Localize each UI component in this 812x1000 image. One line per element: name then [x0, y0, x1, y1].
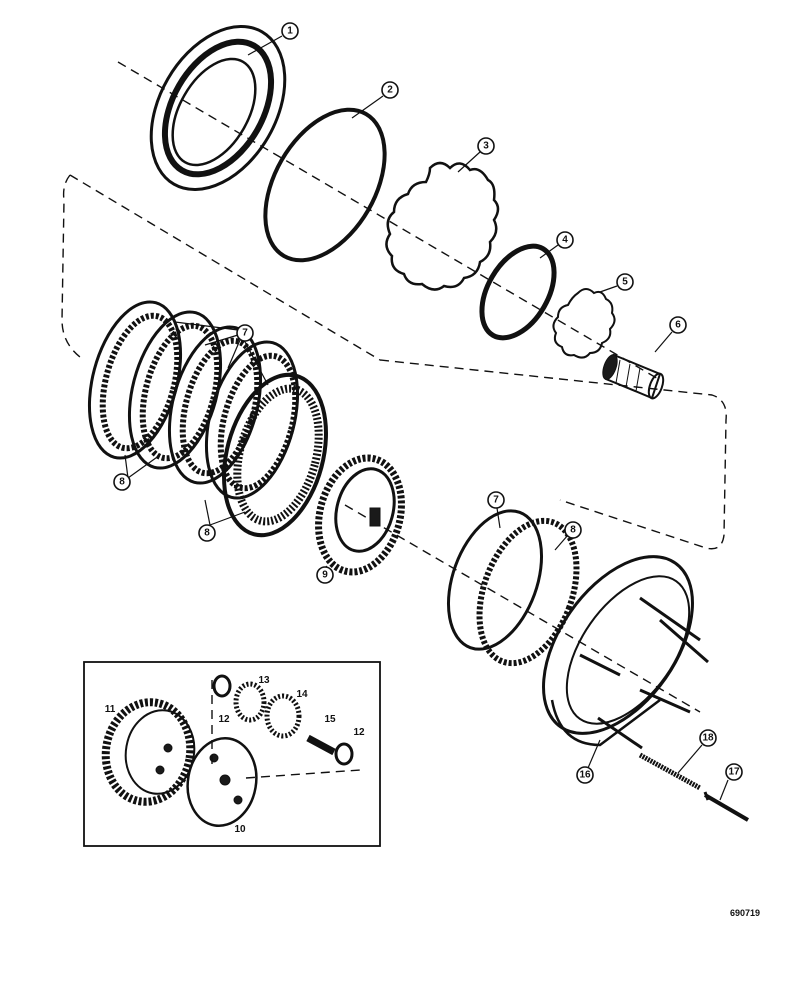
inset-label-13: 13 [258, 675, 270, 686]
inset-label-10: 10 [234, 824, 246, 835]
part-12-washer-left [212, 674, 232, 698]
svg-text:6: 6 [675, 320, 681, 331]
callout-5: 5 [599, 273, 634, 293]
part-11-ring-gear [101, 698, 196, 806]
callout-17: 17 [719, 763, 743, 801]
svg-text:1: 1 [287, 26, 293, 37]
drawing-number: 690719 [730, 908, 760, 918]
center-axis-lines [117, 61, 701, 713]
part-14-pinion [264, 693, 302, 739]
inset-label-11: 11 [105, 704, 116, 715]
svg-text:2: 2 [387, 85, 393, 96]
part-16-clutch-drum [542, 555, 709, 750]
callout-18: 18 [677, 729, 717, 774]
callout-4: 4 [539, 231, 574, 259]
callout-3: 3 [457, 137, 495, 173]
part-15-pinion-shaft [306, 734, 336, 756]
callout-7-upper: 7 [174, 321, 269, 386]
svg-text:5: 5 [622, 277, 628, 288]
callout-6: 6 [654, 316, 687, 353]
part-4-snap-ring [479, 243, 557, 341]
svg-text:17: 17 [728, 767, 740, 778]
part-18-spring [638, 752, 702, 791]
svg-text:18: 18 [702, 733, 714, 744]
svg-text:7: 7 [242, 328, 248, 339]
svg-text:16: 16 [579, 770, 591, 781]
svg-text:9: 9 [322, 570, 328, 581]
inset-label-12-right: 12 [353, 727, 365, 738]
svg-text:8: 8 [570, 525, 576, 536]
svg-text:4: 4 [562, 235, 568, 246]
callout-1: 1 [247, 22, 299, 56]
callout-9: 9 [316, 565, 334, 584]
part-3-wave-spring [385, 161, 500, 291]
svg-text:7: 7 [493, 495, 499, 506]
callout-8-lower: 8 [198, 499, 246, 542]
callout-7-lower: 7 [487, 491, 505, 529]
clutch-plate-pair [446, 509, 580, 667]
callout-16: 16 [576, 739, 601, 784]
svg-text:8: 8 [119, 477, 125, 488]
callout-8-right: 8 [554, 521, 582, 551]
part-13-pinion [233, 681, 267, 723]
clutch-plate-stack [87, 300, 328, 538]
part-17-pin [703, 791, 750, 822]
part-5-small-spring [552, 288, 616, 359]
inset-label-12-left: 12 [218, 714, 230, 725]
callout-2: 2 [351, 81, 399, 119]
inset-label-14: 14 [296, 689, 308, 700]
part-2-seal-ring [263, 107, 387, 263]
part-12-washer-right [334, 742, 354, 766]
part-6-splined-sleeve [602, 353, 665, 400]
svg-text:8: 8 [204, 528, 210, 539]
planetary-detail-inset: 11 12 13 14 15 12 10 [83, 661, 381, 847]
callout-8-left: 8 [113, 454, 161, 491]
part-1-backing-plate [149, 24, 287, 192]
inset-label-15: 15 [324, 714, 336, 725]
subassembly-group-outline [61, 174, 727, 550]
svg-text:3: 3 [483, 141, 489, 152]
part-9-gear-hub [315, 454, 405, 576]
